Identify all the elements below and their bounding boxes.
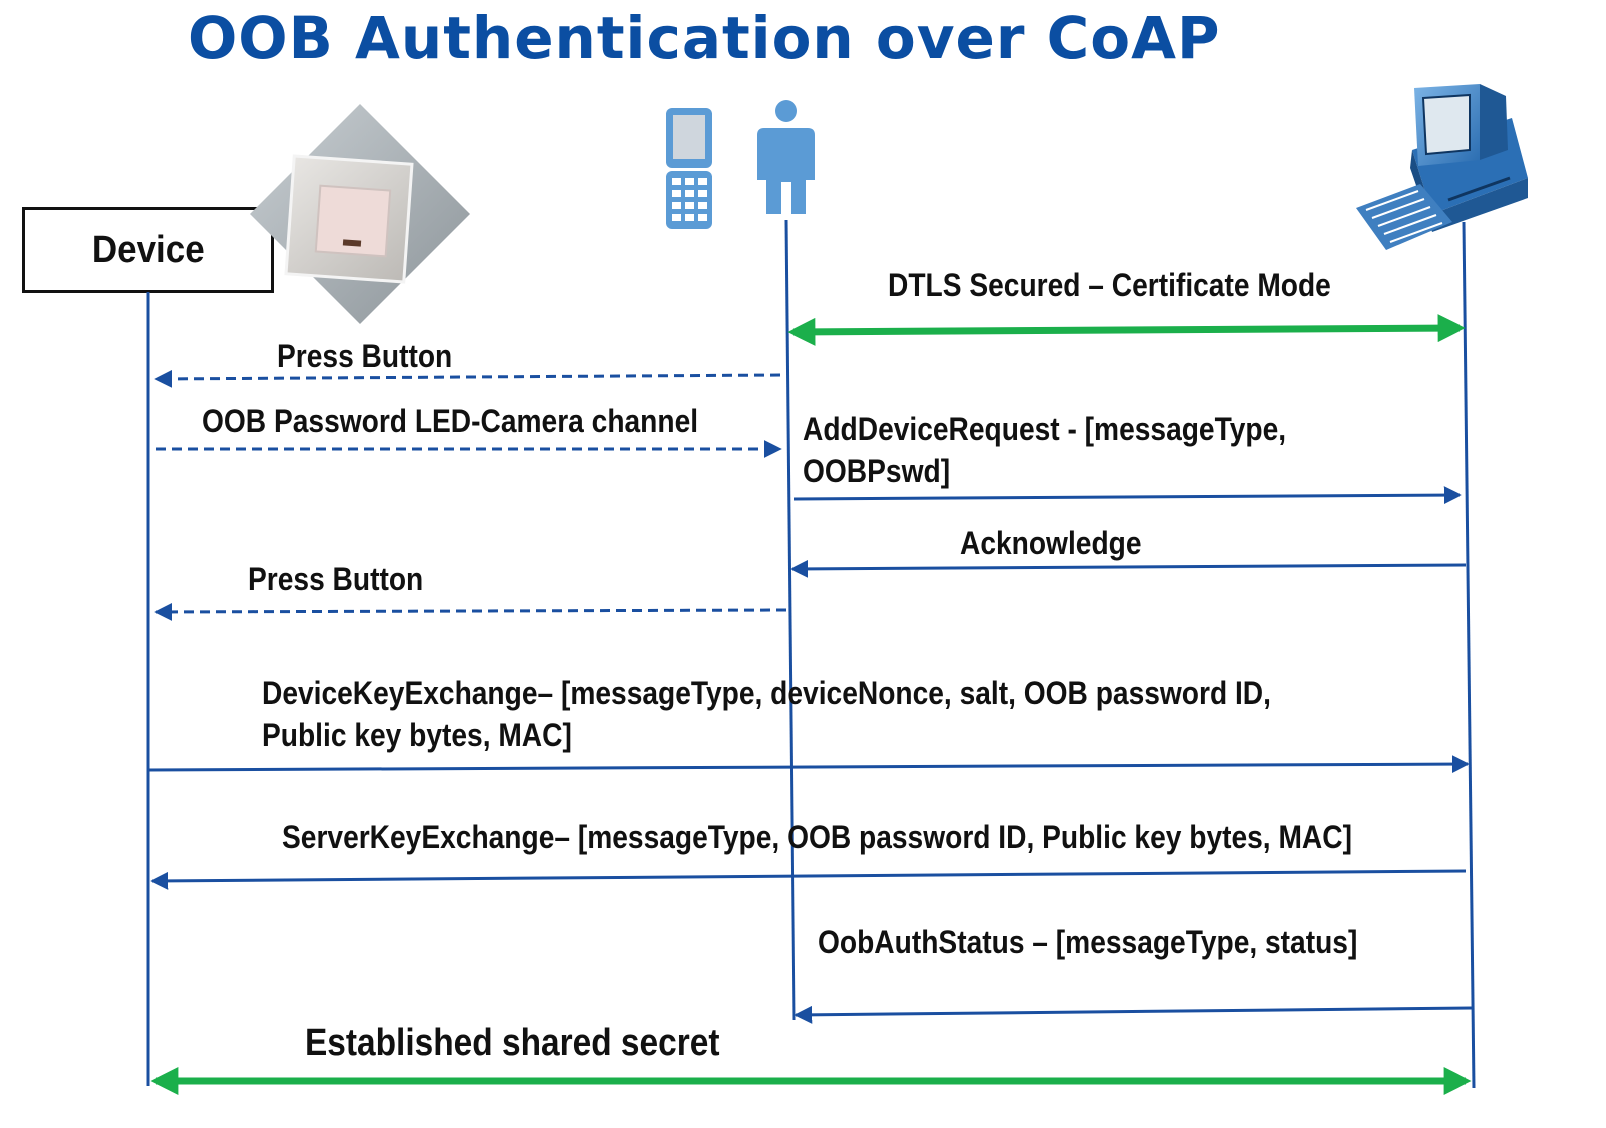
device-participant-label: Device [91,228,205,271]
oob-auth-status-arrow [794,1005,1473,1024]
dtls-secured-arrow [787,314,1466,346]
device-key-exchange-arrow [147,755,1470,774]
add-device-request-arrow [793,486,1462,505]
server-key-exchange-arrow [150,869,1467,890]
oob-auth-status-label: OobAuthStatus – [messageType, status] [818,924,1358,960]
shared-secret-label: Established shared secret [305,1022,720,1064]
acknowledge-label: Acknowledge [960,525,1142,561]
server-lifeline [1462,221,1476,1089]
server-key-exchange-label: ServerKeyExchange– [messageType, OOB pas… [282,819,1352,855]
desktop-computer-icon [1356,84,1528,250]
wall-switch-icon [250,104,470,324]
add-device-request-label-line2: OOBPswd] [803,453,951,489]
acknowledge-arrow [790,559,1467,578]
add-device-request-label-line1: AddDeviceRequest - [messageType, [803,411,1287,447]
oob-password-label: OOB Password LED-Camera channel [202,403,699,439]
person-icon [757,100,815,214]
press-button-label-2: Press Button [248,561,424,597]
diagram-title: OOB Authentication over CoAP [188,4,1221,72]
mobile-phone-icon [666,108,712,229]
device-key-exchange-label-line2: Public key bytes, MAC] [262,717,572,753]
press-button-arrow-1 [154,369,781,388]
press-button-label-1: Press Button [277,338,453,374]
dtls-secured-label: DTLS Secured – Certificate Mode [888,267,1331,303]
device-participant-box: Device [22,207,274,293]
device-key-exchange-label-line1: DeviceKeyExchange– [messageType, deviceN… [262,675,1271,711]
user-lifeline [784,219,796,1021]
press-button-arrow-2 [154,602,787,621]
